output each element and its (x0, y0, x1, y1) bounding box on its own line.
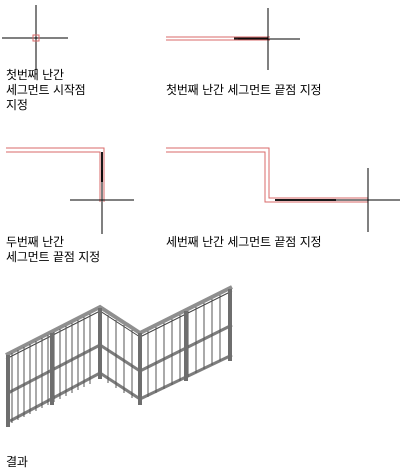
step-1-caption: 첫번째 난간 세그먼트 시작점 지정 (6, 68, 86, 112)
railing-3d-render (5, 285, 233, 427)
railing-path-outline (166, 147, 368, 199)
step-4-caption: 세번째 난간 세그먼트 끝점 지정 (166, 235, 322, 249)
first-segment-outline-inner (6, 151, 101, 202)
pick-box (32, 34, 40, 42)
railing-path-outline-inner (166, 151, 368, 203)
step-2-segment-diagram (166, 8, 300, 70)
step-1-panel: 첫번째 난간 세그먼트 시작점 지정 (0, 0, 160, 130)
posts (6, 289, 232, 427)
first-segment-outline (6, 147, 105, 202)
step-2-panel: 첫번째 난간 세그먼트 끝점 지정 (160, 0, 407, 130)
step-4-panel: 세번째 난간 세그먼트 끝점 지정 (160, 130, 407, 275)
step-1-crosshair-diagram (2, 5, 68, 70)
result-panel: 결과 (0, 275, 407, 474)
result-caption: 결과 (6, 455, 28, 469)
top-rail (5, 304, 142, 357)
step-3-caption: 두번째 난간 세그먼트 끝점 지정 (6, 235, 100, 264)
step-2-caption: 첫번째 난간 세그먼트 끝점 지정 (166, 83, 322, 97)
step-3-panel: 두번째 난간 세그먼트 끝점 지정 (0, 130, 160, 275)
step-4-segment-diagram (166, 147, 400, 232)
railing-segment-1 (5, 304, 142, 423)
step-3-segment-diagram (6, 147, 134, 234)
top-rail (139, 285, 233, 335)
